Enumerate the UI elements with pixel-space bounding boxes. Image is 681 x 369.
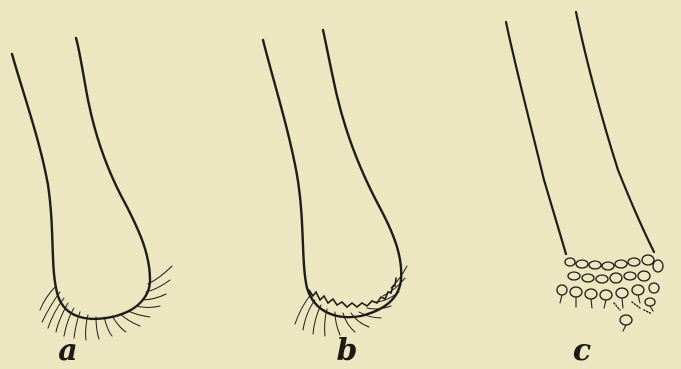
panel-a-outline — [12, 38, 150, 319]
panel-c-left-wall — [506, 22, 566, 254]
panel-c: c — [454, 0, 681, 369]
panel-a-drawing — [0, 0, 227, 369]
panel-b: b — [227, 0, 454, 369]
panel-c-right-wall — [576, 12, 654, 252]
panel-c-dots — [614, 302, 652, 314]
panel-b-jagged-edge — [309, 278, 396, 307]
panel-c-drawing — [454, 0, 681, 369]
panel-label-b: b — [327, 336, 367, 366]
panel-label-c: c — [562, 336, 602, 366]
panel-a: a — [0, 0, 227, 369]
panel-c-loops — [557, 255, 663, 325]
panel-b-outline — [263, 30, 401, 317]
panel-label-a: a — [48, 336, 88, 366]
panel-b-drawing — [227, 0, 454, 369]
